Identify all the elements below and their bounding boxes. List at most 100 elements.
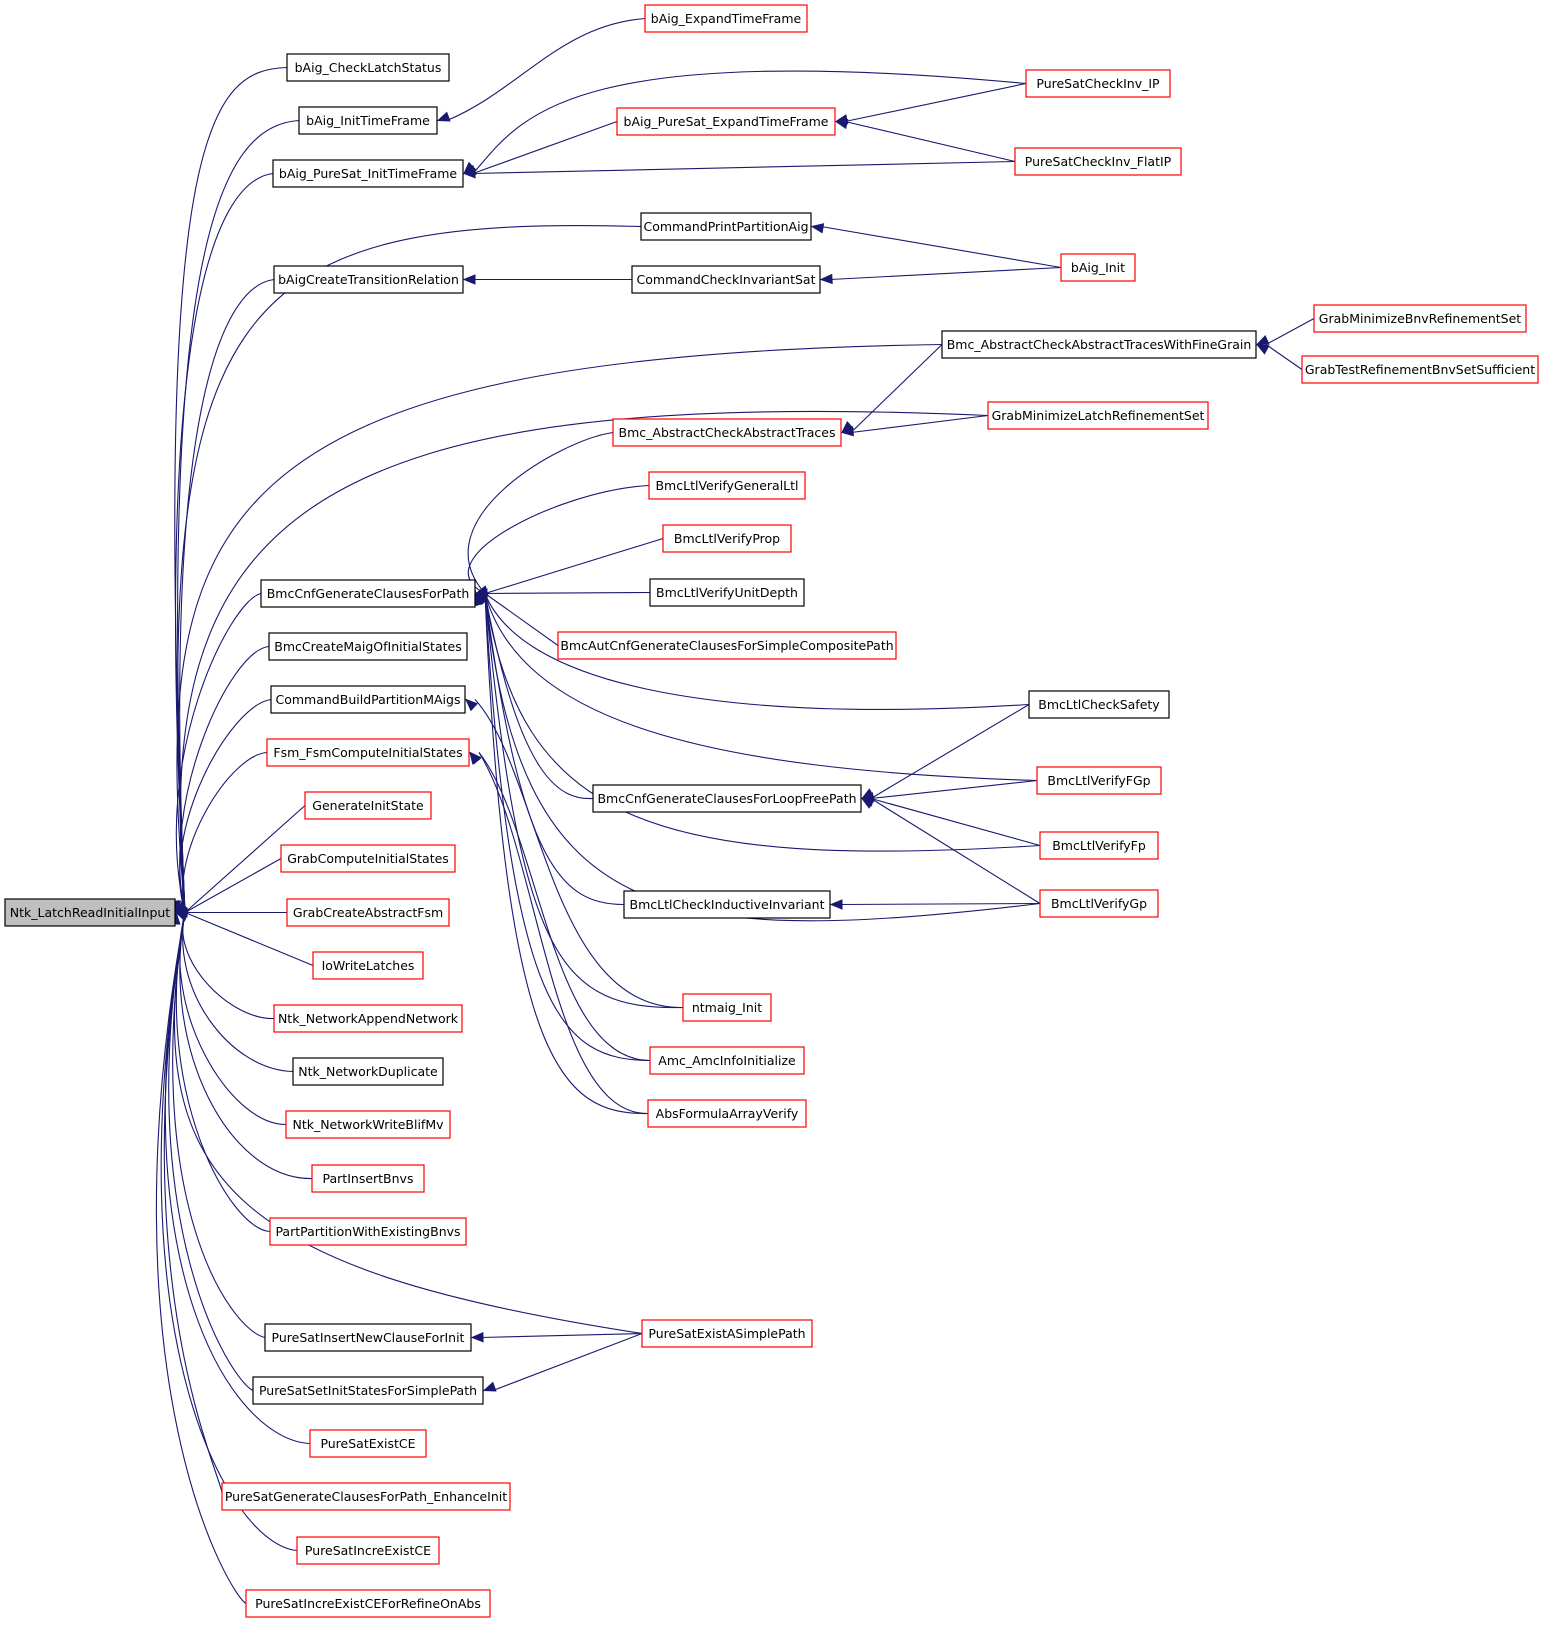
node-bmcltlverifygeneralltl[interactable]: BmcLtlVerifyGeneralLtl bbox=[648, 471, 806, 500]
edge-line bbox=[844, 82, 1027, 123]
node-bmcltlverifyunitdepth[interactable]: BmcLtlVerifyUnitDepth bbox=[649, 578, 805, 607]
edge-line bbox=[182, 751, 268, 913]
node-box bbox=[264, 1323, 472, 1352]
node-ntk-networkappendnetwork[interactable]: Ntk_NetworkAppendNetwork bbox=[273, 1004, 463, 1033]
node-baig-init[interactable]: bAig_Init bbox=[1060, 253, 1136, 282]
node-bmcautcnfgenerateclausesforsimplecompositepath[interactable]: BmcAutCnfGenerateClausesForSimpleComposi… bbox=[557, 631, 897, 660]
arrowhead bbox=[834, 118, 849, 130]
node-bmccnfgenerateclausesforloopfreepath[interactable]: BmcCnfGenerateClausesForLoopFreePath bbox=[592, 784, 862, 813]
node-grabcreateabstractfsm[interactable]: GrabCreateAbstractFsm bbox=[286, 898, 450, 927]
edge-line bbox=[484, 593, 559, 646]
node-puresatsetinitstatesforsimplepath[interactable]: PureSatSetInitStatesForSimplePath bbox=[252, 1376, 484, 1405]
node-box bbox=[1301, 355, 1539, 384]
node-label: PartPartitionWithExistingBnvs bbox=[275, 1224, 460, 1239]
node-commandprintpartitionaig[interactable]: CommandPrintPartitionAig bbox=[640, 212, 812, 241]
node-bmc-abstractcheckabstracttraceswithfinegrain[interactable]: Bmc_AbstractCheckAbstractTracesWithFineG… bbox=[941, 330, 1257, 359]
node-bmcltlcheckinductiveinvariant[interactable]: BmcLtlCheckInductiveInvariant bbox=[623, 890, 831, 919]
node-grabminimizebnvrefinementset[interactable]: GrabMinimizeBnvRefinementSet bbox=[1313, 304, 1527, 333]
node-puresatgenerateclausesforpath-enhanceinit[interactable]: PureSatGenerateClausesForPath_EnhanceIni… bbox=[221, 1482, 511, 1511]
node-label: PureSatCheckInv_IP bbox=[1036, 76, 1160, 91]
node-baigcreatetransitionrelation[interactable]: bAigCreateTransitionRelation bbox=[273, 265, 464, 294]
edge-line bbox=[184, 805, 306, 913]
node-box bbox=[641, 1319, 813, 1348]
node-bmccreatemaigofinitialstates[interactable]: BmcCreateMaigOfInitialStates bbox=[268, 632, 468, 661]
node-bmcltlchecksafety[interactable]: BmcLtlCheckSafety bbox=[1028, 690, 1170, 719]
edge-ntk-latchreadinitialinput-to-partinsertbnvs bbox=[169, 911, 313, 1180]
edge-bmccnfgenerateclausesforpath-to-amc-amcinfoinitialize bbox=[471, 592, 651, 1062]
node-puresatincreexistce[interactable]: PureSatIncreExistCE bbox=[296, 1536, 440, 1565]
edge-line bbox=[155, 912, 247, 1604]
node-bmc-abstractcheckabstracttraces[interactable]: Bmc_AbstractCheckAbstractTraces bbox=[612, 418, 842, 447]
node-label: Bmc_AbstractCheckAbstractTraces bbox=[619, 425, 836, 440]
node-label: PureSatSetInitStatesForSimplePath bbox=[259, 1383, 477, 1398]
node-label: CommandCheckInvariantSat bbox=[637, 272, 816, 287]
node-baig-checklatchstatus[interactable]: bAig_CheckLatchStatus bbox=[286, 53, 450, 82]
node-label: BmcCreateMaigOfInitialStates bbox=[274, 639, 461, 654]
node-grabcomputeinitialstates[interactable]: GrabComputeInitialStates bbox=[280, 844, 456, 873]
node-box bbox=[644, 4, 808, 33]
node-puresatincreexistceforrefineonabs[interactable]: PureSatIncreExistCEForRefineOnAbs bbox=[245, 1589, 491, 1618]
edge-line bbox=[446, 17, 646, 122]
node-partpartitionwithexistingbnvs[interactable]: PartPartitionWithExistingBnvs bbox=[269, 1217, 467, 1246]
edge-line bbox=[829, 266, 1062, 281]
node-partinsertbnvs[interactable]: PartInsertBnvs bbox=[311, 1164, 425, 1193]
edge-bmccnfgenerateclausesforpath-to-bmcltlverifyfgp bbox=[474, 592, 1038, 782]
node-box bbox=[285, 1110, 451, 1139]
node-puresatexistasimplepath[interactable]: PureSatExistASimplePath bbox=[641, 1319, 813, 1348]
arrowhead bbox=[465, 698, 478, 712]
edge-line bbox=[175, 592, 262, 913]
node-puresatinsertnewclauseforinit[interactable]: PureSatInsertNewClauseForInit bbox=[264, 1323, 472, 1352]
node-box bbox=[311, 1164, 425, 1193]
node-baig-inittimeframe[interactable]: bAig_InitTimeFrame bbox=[298, 106, 438, 135]
node-label: BmcCnfGenerateClausesForPath bbox=[267, 586, 470, 601]
node-baig-expandtimeframe[interactable]: bAig_ExpandTimeFrame bbox=[644, 4, 808, 33]
edge-line bbox=[844, 120, 1016, 163]
node-grabtestrefinementbnvsetsufficient[interactable]: GrabTestRefinementBnvSetSufficient bbox=[1301, 355, 1539, 384]
node-ntk-latchreadinitialinput[interactable]: Ntk_LatchReadInitialInput bbox=[4, 898, 176, 927]
node-grabminimizelatchrefinementset[interactable]: GrabMinimizeLatchRefinementSet bbox=[987, 401, 1209, 430]
node-box bbox=[1014, 147, 1182, 176]
edge-line bbox=[179, 912, 313, 1180]
edge-line bbox=[472, 160, 1016, 175]
node-ntmaig-init[interactable]: ntmaig_Init bbox=[682, 993, 772, 1022]
edge-line bbox=[177, 225, 642, 913]
node-fsm-fsmcomputeinitialstates[interactable]: Fsm_FsmComputeInitialStates bbox=[266, 738, 470, 767]
node-bmccnfgenerateclausesforpath[interactable]: BmcCnfGenerateClausesForPath bbox=[260, 579, 476, 608]
node-bmcltlverifyprop[interactable]: BmcLtlVerifyProp bbox=[662, 524, 792, 553]
node-box bbox=[266, 738, 470, 767]
node-box bbox=[647, 1099, 807, 1128]
node-bmcltlverifyfp[interactable]: BmcLtlVerifyFp bbox=[1039, 831, 1159, 860]
node-ntk-networkduplicate[interactable]: Ntk_NetworkDuplicate bbox=[292, 1057, 444, 1086]
node-baig-puresat-inittimeframe[interactable]: bAig_PureSat_InitTimeFrame bbox=[272, 159, 464, 188]
edge-line bbox=[1265, 344, 1303, 370]
node-box bbox=[1028, 690, 1170, 719]
node-label: BmcLtlVerifyGeneralLtl bbox=[655, 478, 798, 493]
node-puresatcheckinv-flatip[interactable]: PureSatCheckInv_FlatIP bbox=[1014, 147, 1182, 176]
node-iowritelatches[interactable]: IoWriteLatches bbox=[312, 951, 424, 980]
node-commandbuildpartitionmaigs[interactable]: CommandBuildPartitionMAigs bbox=[270, 685, 466, 714]
edge-line bbox=[164, 912, 311, 1445]
node-box bbox=[682, 993, 772, 1022]
edge-commandprintpartitionaig-to-baig-init bbox=[810, 223, 1062, 269]
node-label: Ntk_LatchReadInitialInput bbox=[10, 905, 171, 920]
edge-line bbox=[175, 912, 271, 1233]
node-baig-puresat-expandtimeframe[interactable]: bAig_PureSat_ExpandTimeFrame bbox=[616, 107, 836, 136]
node-label: bAig_PureSat_ExpandTimeFrame bbox=[624, 114, 829, 129]
edge-line bbox=[175, 172, 274, 913]
node-box bbox=[1313, 304, 1527, 333]
node-puresatcheckinv-ip[interactable]: PureSatCheckInv_IP bbox=[1025, 69, 1171, 98]
node-generateinitstate[interactable]: GenerateInitState bbox=[304, 791, 432, 820]
node-box bbox=[221, 1482, 511, 1511]
node-ntk-networkwriteblifmv[interactable]: Ntk_NetworkWriteBlifMv bbox=[285, 1110, 451, 1139]
node-bmcltlverifygp[interactable]: BmcLtlVerifyGp bbox=[1039, 889, 1159, 918]
node-box bbox=[4, 898, 176, 927]
node-puresatexistce[interactable]: PureSatExistCE bbox=[309, 1429, 427, 1458]
edge-line bbox=[492, 1332, 643, 1392]
node-absformulaarrayverify[interactable]: AbsFormulaArrayVerify bbox=[647, 1099, 807, 1128]
edge-line bbox=[160, 912, 298, 1552]
node-bmcltlverifyfgp[interactable]: BmcLtlVerifyFGp bbox=[1036, 766, 1162, 795]
node-commandcheckinvariantsat[interactable]: CommandCheckInvariantSat bbox=[631, 265, 821, 294]
edge-line bbox=[820, 225, 1062, 269]
node-amc-amcinfoinitialize[interactable]: Amc_AmcInfoInitialize bbox=[649, 1046, 805, 1075]
edge-line bbox=[484, 593, 1030, 710]
